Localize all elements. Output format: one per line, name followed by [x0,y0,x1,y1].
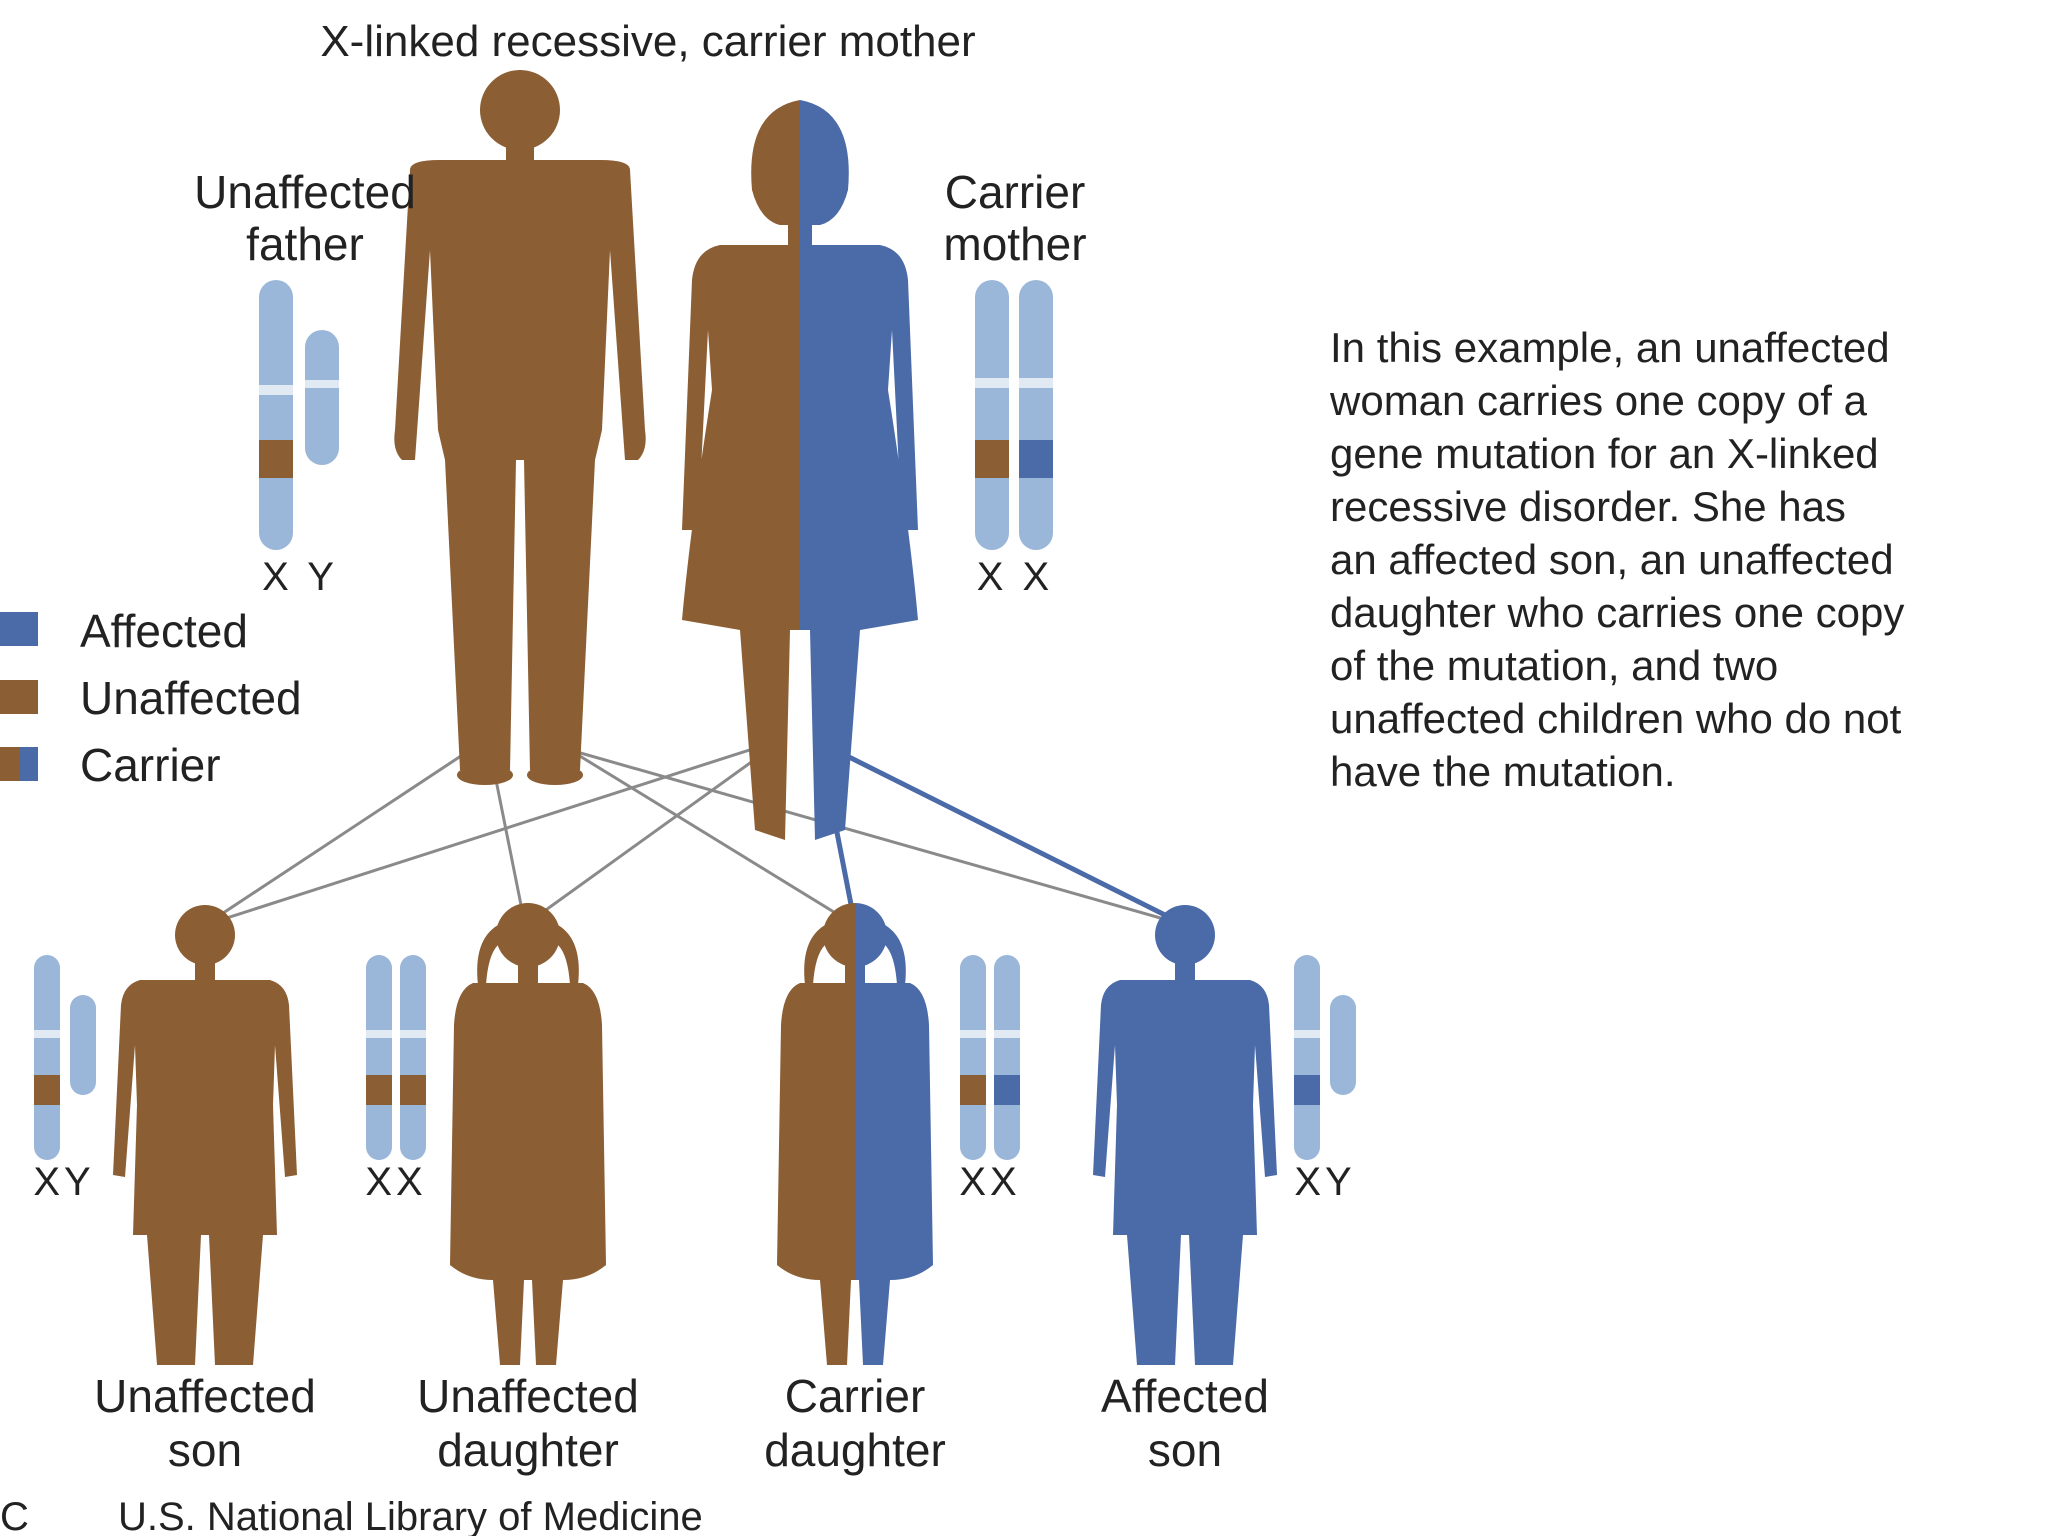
child3-label-line2: daughter [764,1424,946,1476]
child-unaffected-daughter [450,903,606,1365]
son1-chromosome-label: XY [33,1160,94,1204]
mother-label-line1: Carrier [945,166,1086,218]
father-figure [394,70,646,785]
daughter2-chromosome-label: XX [959,1160,1020,1204]
diagram-title: X-linked recessive, carrier mother [320,17,975,66]
description-line: of the mutation, and two [1330,642,1778,689]
father-chromosomes [259,280,339,550]
description-line: have the mutation. [1330,748,1676,795]
child-unaffected-son [113,905,297,1365]
father-label-line1: Unaffected [194,166,416,218]
mother-label-line2: mother [943,218,1086,270]
legend-swatch-carrier-left [0,747,19,781]
daughter1-chromosome-label: XX [365,1160,426,1204]
child3-label-line1: Carrier [785,1370,926,1422]
description-line: In this example, an unaffected [1330,324,1890,371]
son1-chromosomes [34,955,96,1160]
mutation-lines [817,742,1187,928]
legend-swatch-affected [0,612,38,646]
child-carrier-daughter [777,903,933,1365]
daughter1-chromosomes [366,955,426,1160]
father-chromosome-label: X Y [262,555,338,599]
legend-swatch-carrier-right [19,747,38,781]
child2-label-line1: Unaffected [417,1370,639,1422]
child4-label-line1: Affected [1101,1370,1269,1422]
legend: Affected Unaffected Carrier [0,605,302,791]
child1-label-line1: Unaffected [94,1370,316,1422]
inheritance-lines [204,743,1186,927]
legend-label-affected: Affected [80,605,248,657]
description-line: woman carries one copy of a [1329,377,1868,424]
child1-label-line2: son [168,1424,242,1476]
daughter2-chromosomes [960,955,1020,1160]
mother-chromosome-label: X X [977,555,1053,599]
father-label-line2: father [246,218,364,270]
child2-label-line2: daughter [437,1424,619,1476]
description-text: In this example, an unaffected woman car… [1329,324,1904,795]
description-line: an affected son, an unaffected [1330,536,1894,583]
description-line: unaffected children who do not [1330,695,1902,742]
legend-swatch-unaffected [0,680,38,714]
figure-letter: C [0,1495,29,1536]
legend-label-carrier: Carrier [80,739,221,791]
son2-chromosome-label: XY [1294,1160,1355,1204]
description-line: recessive disorder. She has [1330,483,1846,530]
mother-chromosomes [975,280,1053,550]
child-affected-son [1093,905,1277,1365]
son2-chromosomes [1294,955,1356,1160]
credit-text: U.S. National Library of Medicine [118,1495,703,1536]
child4-label-line2: son [1148,1424,1222,1476]
mother-figure [682,100,918,840]
legend-label-unaffected: Unaffected [80,672,302,724]
description-line: daughter who carries one copy [1330,589,1904,636]
description-line: gene mutation for an X-linked [1330,430,1879,477]
